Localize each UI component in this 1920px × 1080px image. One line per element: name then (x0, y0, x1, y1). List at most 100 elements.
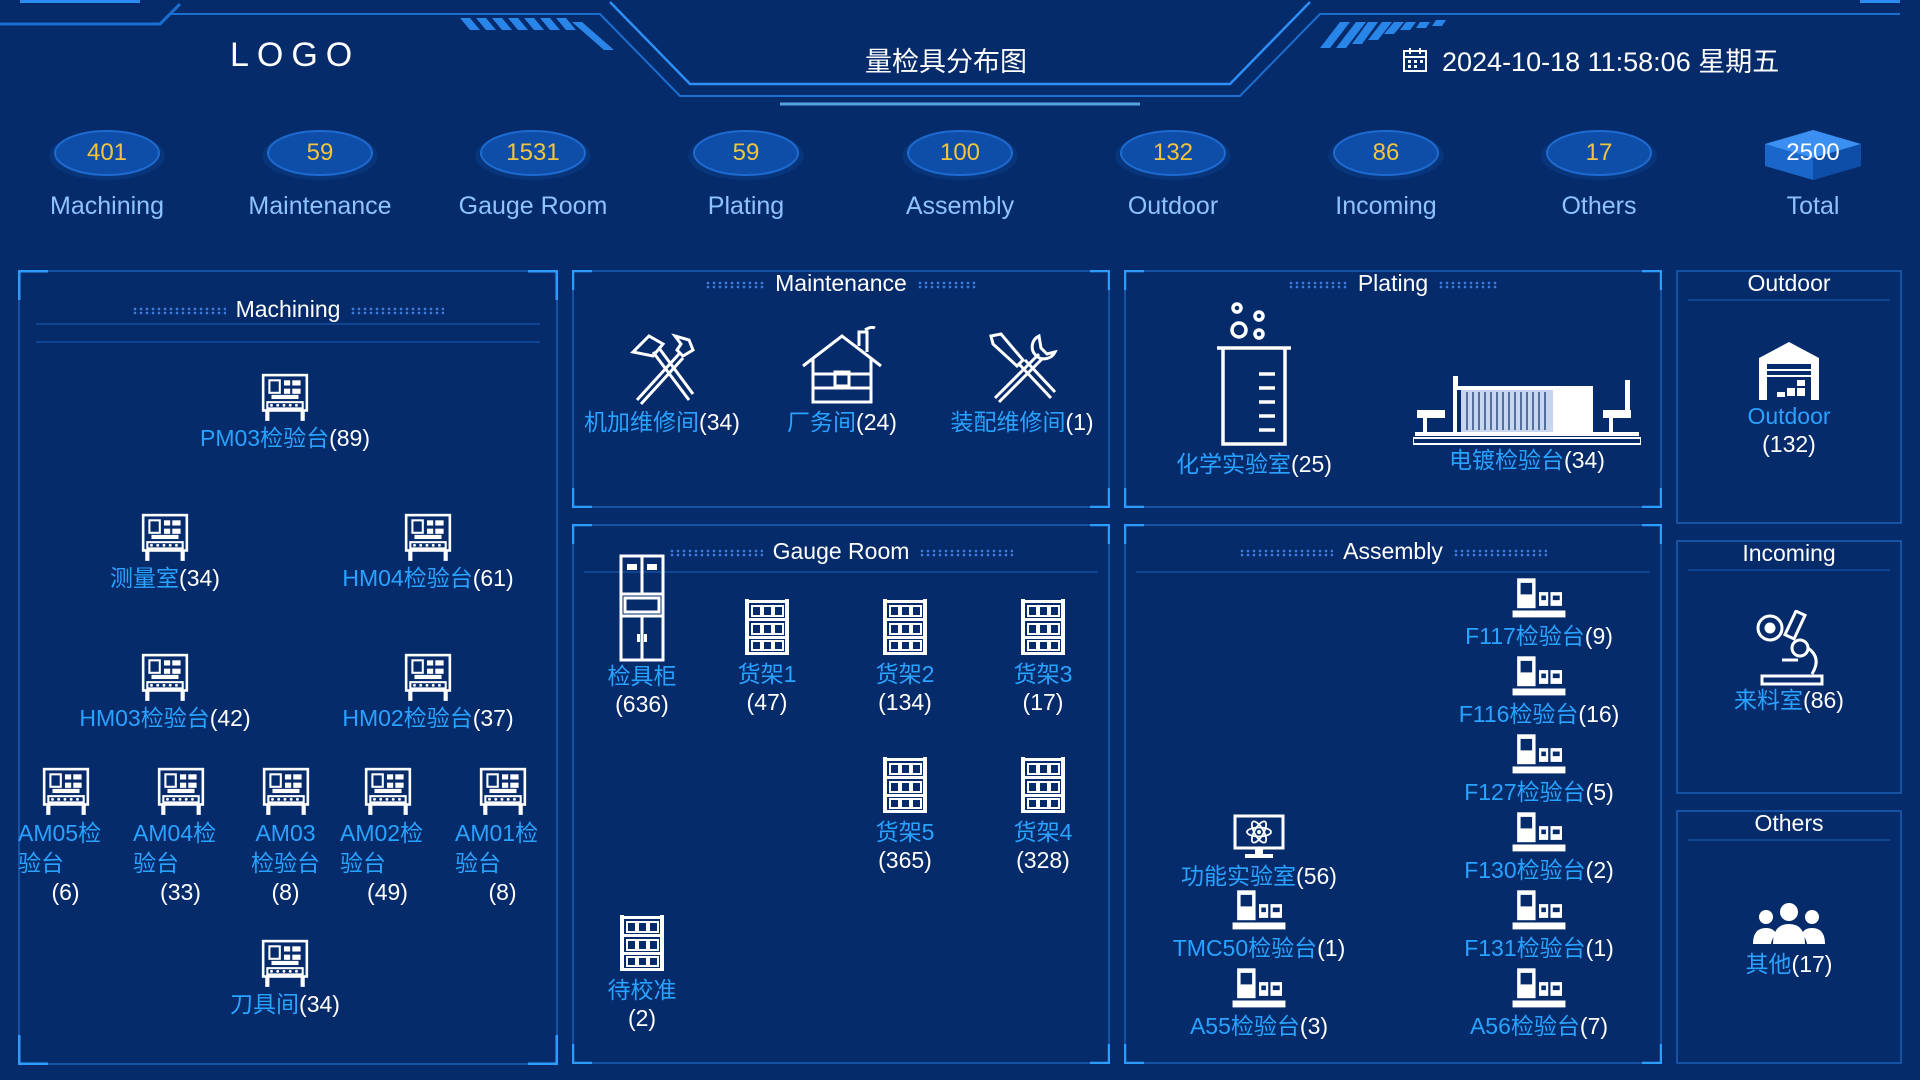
machine-icon (155, 766, 207, 818)
stat-maintenance[interactable]: 59 Maintenance (235, 126, 405, 221)
desk-icon (1509, 732, 1569, 778)
shelf-icon (880, 752, 930, 818)
station-am01[interactable]: AM01检 验台 (8) (455, 766, 550, 906)
stat-label: Plating (707, 192, 785, 220)
panel-border (1124, 270, 1662, 508)
gauge-pending-calibration[interactable]: 待校准 (2) (582, 910, 702, 1032)
machining-panel: Machining PM03检验台(89) 测量室(34) HM04检验台(61… (18, 270, 558, 1065)
stat-others[interactable]: 17 Others (1514, 126, 1684, 221)
machine-icon (139, 512, 191, 564)
assembly-a55[interactable]: A55检验台(3) (1144, 966, 1374, 1040)
panel-title: Assembly (1124, 538, 1662, 565)
panel-border (1124, 524, 1662, 1064)
stat-machining[interactable]: 401 Machining (22, 126, 192, 221)
station-hm03[interactable]: HM03检验台(42) (42, 652, 288, 732)
stat-label: Assembly (905, 192, 1015, 220)
desk-icon (1509, 576, 1569, 622)
outdoor-panel: Outdoor Outdoor (132) (1676, 270, 1902, 524)
plating-chem-lab[interactable]: 化学实验室(25) (1154, 300, 1354, 478)
stat-label: Total (1786, 192, 1840, 220)
gauge-cabinet[interactable]: 检具柜 (636) (582, 554, 702, 718)
cabinet-icon (619, 554, 665, 662)
panel-border (1676, 270, 1902, 524)
machine-icon (477, 766, 529, 818)
maintenance-facility-room[interactable]: 厂务间(24) (752, 322, 932, 436)
panel-title: Plating (1124, 270, 1662, 297)
station-hm04[interactable]: HM04检验台(61) (323, 512, 533, 592)
panel-title: Machining (18, 296, 558, 323)
stat-outdoor[interactable]: 132 Outdoor (1088, 126, 1258, 221)
stat-incoming[interactable]: 86 Incoming (1301, 126, 1471, 221)
panel-border (1676, 810, 1902, 1064)
maintenance-assembly-room[interactable]: 装配维修间(1) (932, 330, 1112, 436)
machine-icon (259, 938, 311, 990)
plating-electro-station[interactable]: 电镀检验台(34) (1402, 376, 1652, 474)
panel-border (18, 270, 558, 1065)
stat-value: 86 (1372, 139, 1400, 166)
assembly-tmc50[interactable]: TMC50检验台(1) (1144, 888, 1374, 962)
gauge-shelf-1[interactable]: 货架1 (47) (712, 594, 822, 716)
machine-icon (402, 512, 454, 564)
panel-title: Outdoor (1747, 270, 1831, 296)
panel-border (572, 270, 1110, 508)
assembly-f130[interactable]: F130检验台(2) (1424, 810, 1654, 884)
stat-label: Outdoor (1127, 192, 1219, 220)
gauge-shelf-4[interactable]: 货架4 (328) (988, 752, 1098, 874)
stat-label: Others (1561, 192, 1637, 220)
station-tool-room[interactable]: 刀具间(34) (180, 938, 390, 1018)
panel-title: Incoming (1742, 540, 1836, 566)
stat-plating[interactable]: 59 Plating (661, 126, 831, 221)
panel-title: Gauge Room (572, 538, 1110, 565)
shelf-icon (880, 594, 930, 660)
station-hm02[interactable]: HM02检验台(37) (323, 652, 533, 732)
assembly-f116[interactable]: F116检验台(16) (1424, 654, 1654, 728)
machine-icon (259, 372, 311, 424)
stat-value: 401 (86, 139, 128, 166)
assembly-panel: Assembly F117检验台(9) F116检验台(16) F127检验台(… (1124, 524, 1662, 1064)
machine-icon (260, 766, 312, 818)
gauge-room-panel: Gauge Room 检具柜 (636) 货架1 (47) 货架2 (134) … (572, 524, 1110, 1064)
machine-icon (139, 652, 191, 704)
gauge-shelf-5[interactable]: 货架5 (365) (850, 752, 960, 874)
desk-icon (1229, 966, 1289, 1012)
monitor-atom-icon (1233, 814, 1285, 858)
station-am05[interactable]: AM05检 验台 (6) (18, 766, 113, 906)
station-pm03[interactable]: PM03检验台(89) (180, 372, 390, 452)
assembly-a56[interactable]: A56检验台(7) (1424, 966, 1654, 1040)
shelf-icon (742, 594, 792, 660)
stat-value: 1531 (506, 139, 560, 166)
stat-value: 132 (1152, 139, 1194, 166)
others-item[interactable]: 其他(17) (1689, 900, 1889, 978)
desk-icon (1509, 810, 1569, 856)
assembly-func-lab[interactable]: 功能实验室(56) (1144, 814, 1374, 890)
gauge-shelf-3[interactable]: 货架3 (17) (988, 594, 1098, 716)
header: LOGO 量检具分布图 2024-10-18 11:58:06 星期五 (0, 0, 1920, 110)
assembly-f127[interactable]: F127检验台(5) (1424, 732, 1654, 806)
assembly-f131[interactable]: F131检验台(1) (1424, 888, 1654, 962)
page-title: 量检具分布图 (865, 47, 1027, 77)
station-am02[interactable]: AM02检 验台 (49) (340, 766, 435, 906)
stat-value: 2500 (1786, 139, 1840, 166)
station-am04[interactable]: AM04检 验台 (33) (133, 766, 228, 906)
stat-assembly[interactable]: 100 Assembly (875, 126, 1045, 221)
maintenance-mech-room[interactable]: 机加维修间(34) (572, 330, 752, 436)
gauge-shelf-2[interactable]: 货架2 (134) (850, 594, 960, 716)
warehouse-icon (1759, 342, 1819, 400)
panel-title: Others (1754, 810, 1824, 836)
station-am03[interactable]: AM03 检验台 (8) (238, 766, 333, 906)
stat-total[interactable]: 2500 Total (1728, 126, 1898, 221)
stat-label: Incoming (1335, 192, 1437, 220)
incoming-room[interactable]: 来料室(86) (1689, 610, 1889, 714)
shelf-icon (617, 910, 667, 976)
microscope-icon (1756, 610, 1824, 686)
shelf-icon (1018, 594, 1068, 660)
stat-value: 59 (306, 139, 334, 166)
stat-label: Maintenance (248, 192, 392, 220)
datetime-display: 2024-10-18 11:58:06 星期五 (1402, 40, 1779, 79)
outdoor-warehouse[interactable]: Outdoor (132) (1689, 340, 1889, 458)
maintenance-panel: Maintenance 机加维修间(34) 厂务间(24) (572, 270, 1110, 508)
stat-value: 59 (732, 139, 760, 166)
assembly-f117[interactable]: F117检验台(9) (1424, 576, 1654, 650)
station-measure-room[interactable]: 测量室(34) (60, 512, 270, 592)
stat-gauge-room[interactable]: 1531 Gauge Room (448, 126, 618, 221)
